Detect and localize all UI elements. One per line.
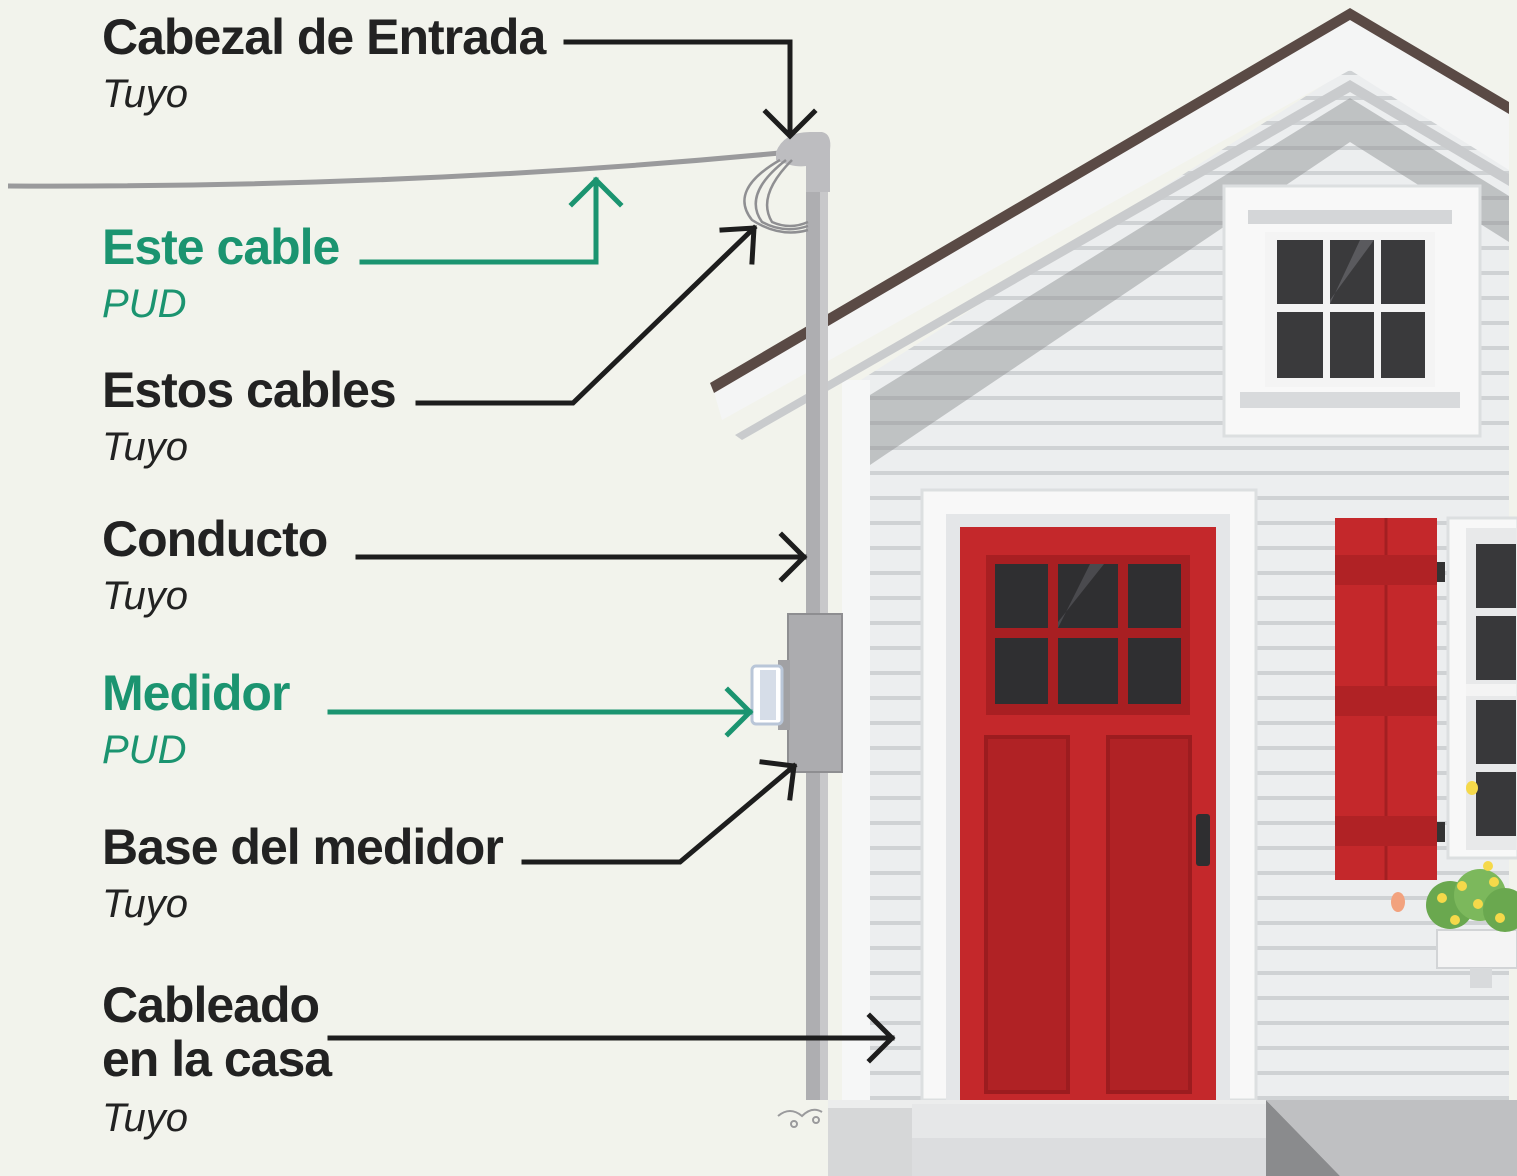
arrow-service-head [563,39,818,140]
label-title: Base del medidor [102,819,504,875]
front-door [920,488,1258,1102]
label-title: Medidor [102,665,290,721]
label-title-line2: en la casa [102,1031,332,1087]
arrow-meter [327,686,754,738]
ground-wire [777,1108,823,1128]
label-owner: Tuyo [102,72,188,116]
weatherhead [776,132,831,192]
label-service-wires: Estos cables Tuyo [102,362,397,469]
label-service-drop: Este cable PUD [102,219,340,326]
label-title: Estos cables [102,362,397,418]
label-meter: Medidor PUD [102,665,290,772]
service-drop-cable [7,149,791,189]
label-title-line1: Cableado [102,977,320,1033]
label-title: Cabezal de Entrada [102,9,546,65]
label-owner: Tuyo [102,1096,188,1140]
arrow-conduit [355,531,808,583]
label-owner: PUD [102,282,187,326]
side-window [1446,516,1517,860]
arrow-service-wires [415,224,758,406]
label-meter-base: Base del medidor Tuyo [102,819,504,926]
label-owner: PUD [102,728,187,772]
wall-corner-trim [842,380,870,1100]
front-steps [828,1100,1517,1176]
window-shutter [1335,518,1445,880]
leader-arrows [327,39,896,1064]
label-owner: Tuyo [102,425,188,469]
roof-fascia [712,12,1509,420]
label-owner: Tuyo [102,574,188,618]
label-title: Este cable [102,219,340,275]
arrow-service-drop [359,176,624,265]
label-service-head: Cabezal de Entrada Tuyo [102,9,546,116]
label-house-wiring: Cableado en la casa Tuyo [102,977,332,1140]
attic-window [1222,184,1482,438]
label-title: Conducto [102,511,328,567]
label-conduit: Conducto Tuyo [102,511,328,618]
arrow-house-wiring [327,1012,896,1064]
door-handle-icon [1196,814,1210,866]
label-owner: Tuyo [102,882,188,926]
arrow-meter-base [521,759,798,865]
electric-meter [750,664,784,726]
flower-box [1391,781,1517,988]
service-wires-loop [743,158,809,234]
meter-base-box [778,613,843,773]
electrical-service [7,132,843,1128]
house [710,8,1517,1176]
